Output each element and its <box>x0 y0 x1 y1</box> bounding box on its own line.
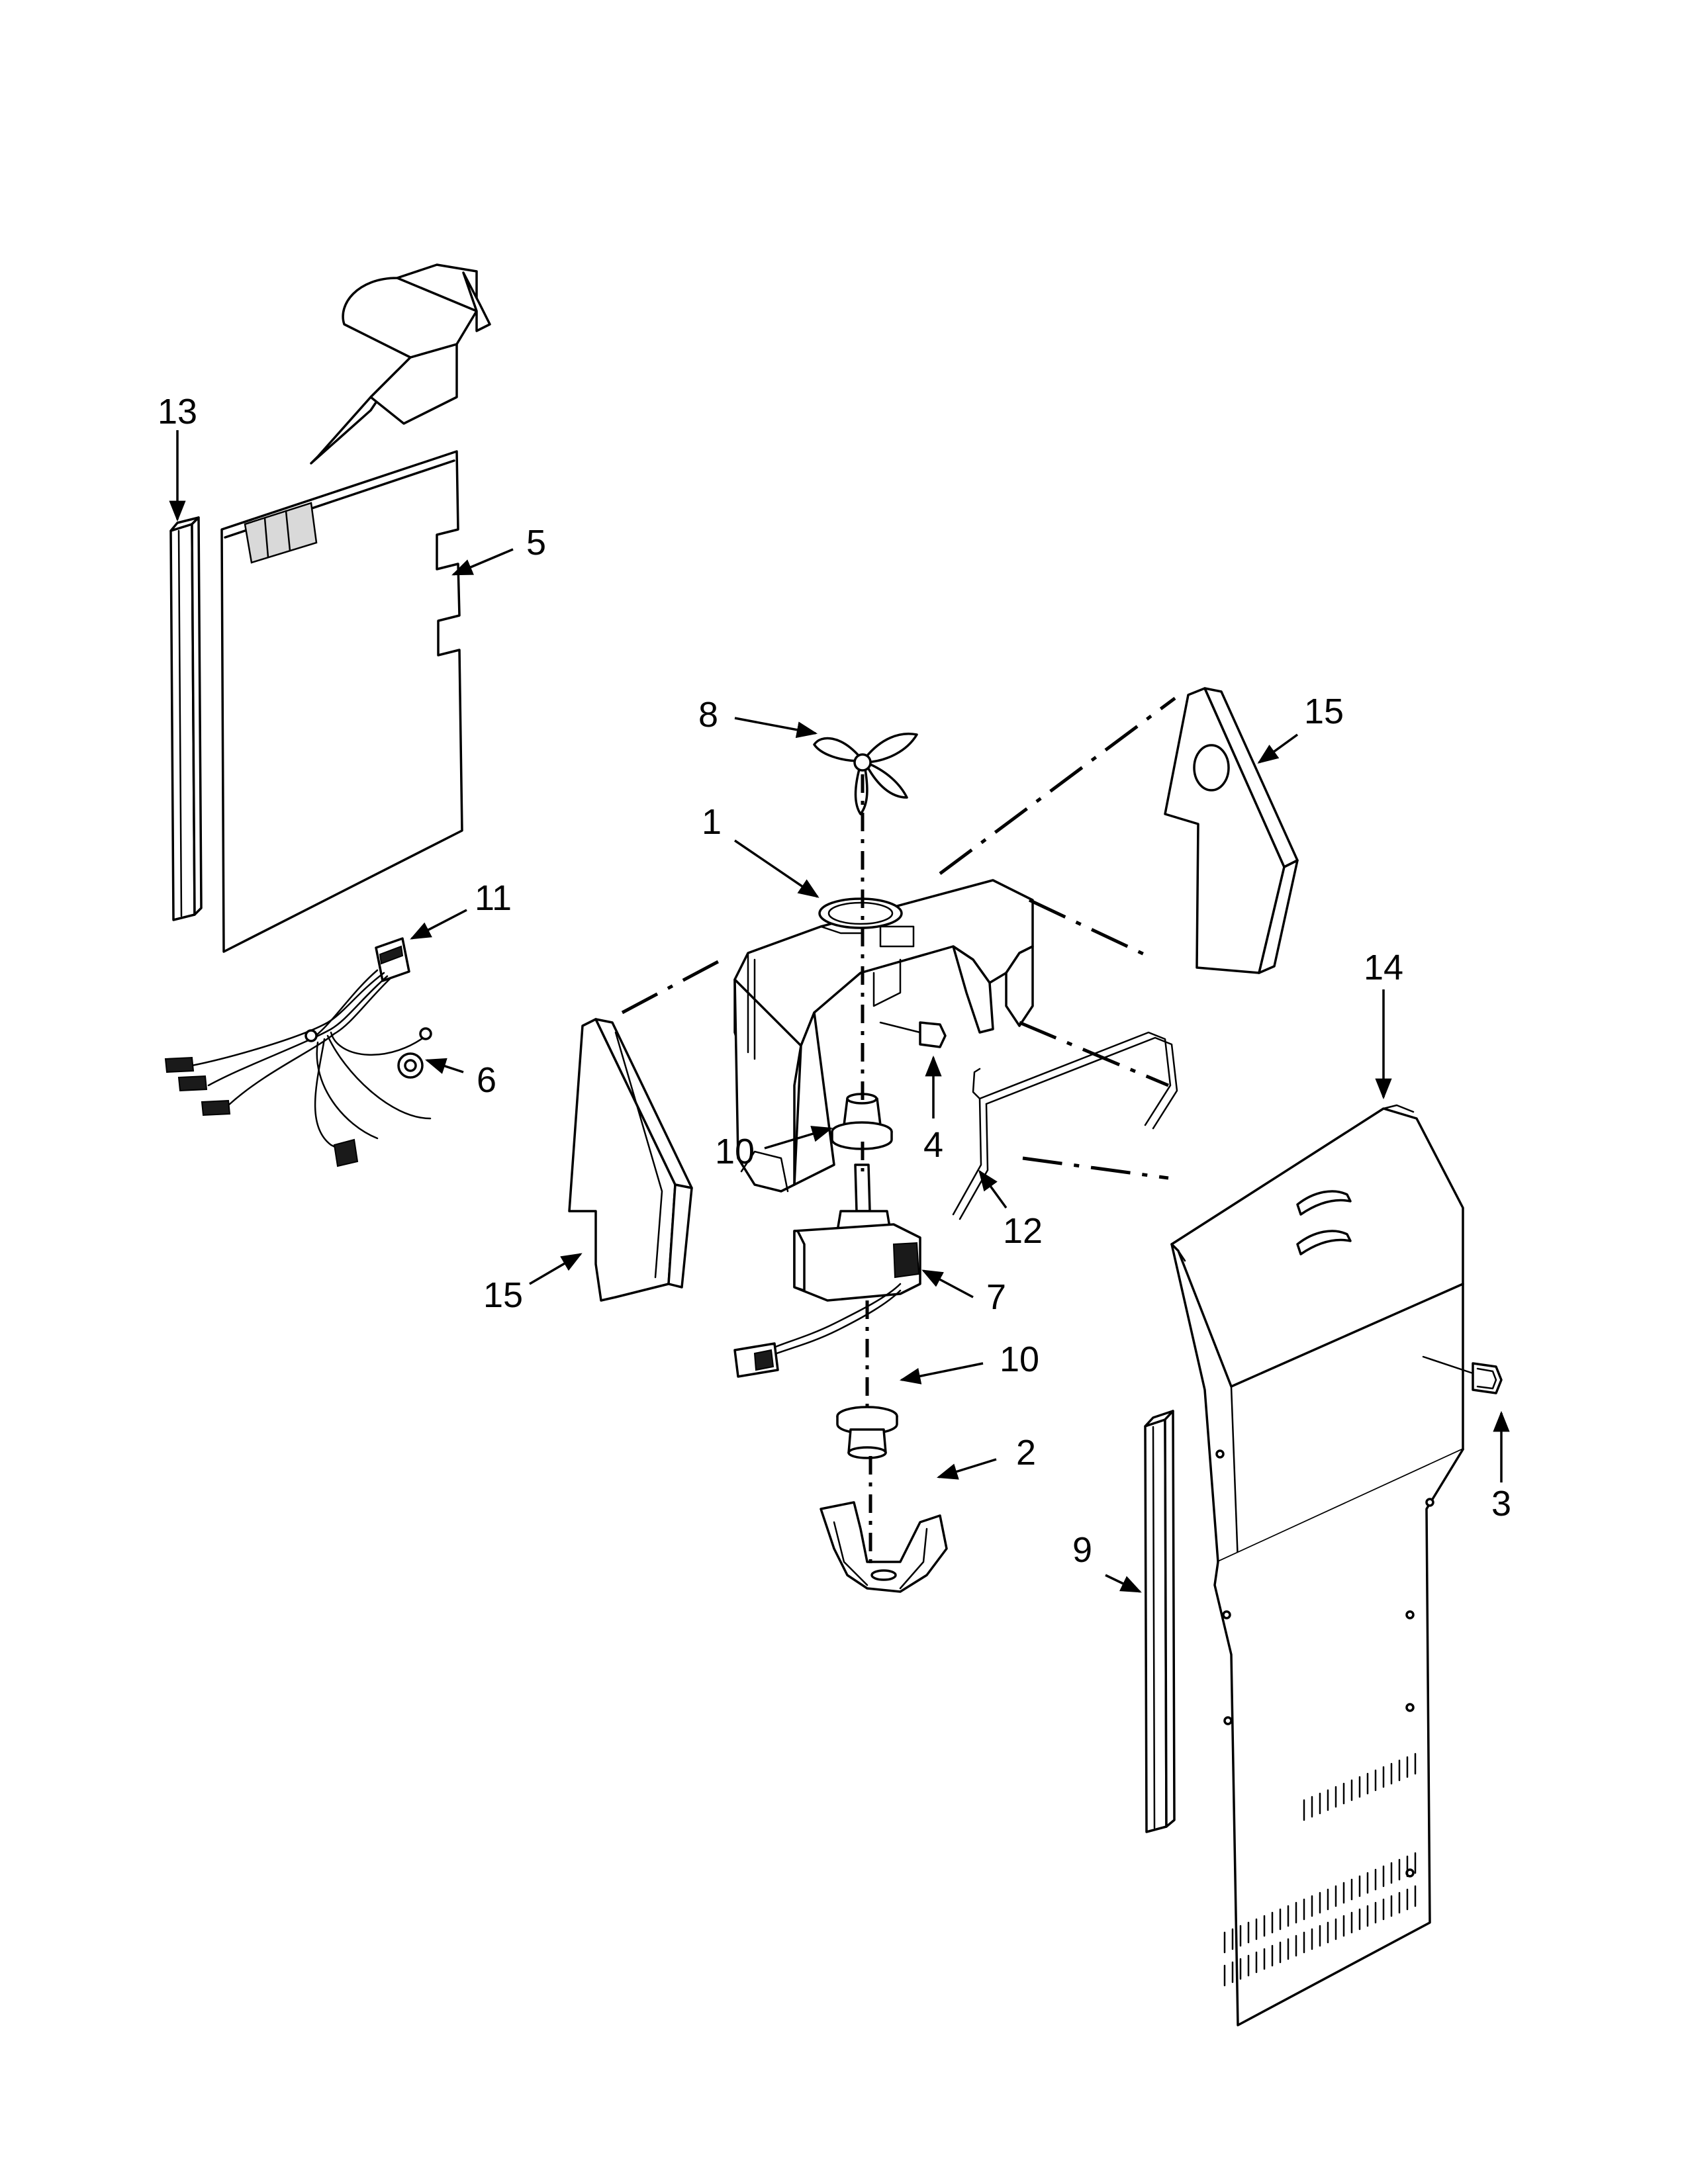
part-4-screw <box>879 1021 947 1048</box>
leader-6 <box>425 1058 464 1074</box>
part-1-fan-housing <box>733 879 1034 1193</box>
callout-4: 4 <box>923 1125 943 1165</box>
callout-labels: 13 5 8 15 1 11 14 6 4 10 12 15 7 10 2 3 … <box>158 392 1511 1570</box>
callout-7: 7 <box>986 1277 1006 1317</box>
leader-2 <box>936 1458 997 1480</box>
callout-15-left: 15 <box>483 1275 523 1315</box>
callout-14: 14 <box>1364 948 1403 987</box>
part-11-wire-harness <box>164 937 432 1167</box>
callout-5: 5 <box>526 523 546 563</box>
callout-12: 12 <box>1003 1211 1043 1251</box>
vent-slots <box>1223 1752 1417 1987</box>
part-3-screw <box>1422 1355 1503 1394</box>
callout-13: 13 <box>158 392 197 432</box>
part-7-fan-motor <box>733 1163 921 1378</box>
part-15-baffle-left <box>568 1018 693 1302</box>
part-12-wire-bracket <box>952 1031 1178 1220</box>
callout-2: 2 <box>1016 1433 1036 1473</box>
part-8-fan-blade <box>813 733 918 815</box>
leader-10-top <box>764 1126 833 1150</box>
part-14-evaporator-cover <box>1170 1104 1464 2026</box>
callout-15-right: 15 <box>1304 692 1344 731</box>
leader-15-left <box>529 1253 583 1285</box>
leader-11 <box>410 909 467 940</box>
part-10-grommet-bottom <box>836 1406 898 1459</box>
part-5-cover-panel <box>220 263 491 953</box>
leader-9 <box>1105 1574 1142 1593</box>
callout-3: 3 <box>1491 1484 1511 1524</box>
callout-9: 9 <box>1072 1530 1092 1570</box>
callout-10-bottom: 10 <box>1000 1340 1039 1379</box>
callout-8: 8 <box>698 695 718 735</box>
part-2-motor-bracket <box>820 1501 948 1593</box>
callout-6: 6 <box>477 1060 496 1100</box>
leader-15-right <box>1257 733 1299 764</box>
part-9-seal-strip <box>1144 1410 1176 1833</box>
leader-5 <box>451 548 514 576</box>
leader-lines <box>169 430 1510 1593</box>
leader-12 <box>978 1169 1008 1209</box>
part-13-seal-strip <box>169 516 203 921</box>
part-10-grommet-top <box>831 1093 893 1150</box>
callout-1: 1 <box>702 802 722 842</box>
callout-11: 11 <box>475 878 512 918</box>
leader-8 <box>734 717 818 739</box>
alignment-lines <box>621 696 1176 1569</box>
part-15-baffle-right <box>1164 687 1299 974</box>
leader-10-bottom <box>899 1362 984 1385</box>
leader-7 <box>921 1269 974 1298</box>
leader-1 <box>734 839 820 898</box>
callout-10-top: 10 <box>715 1132 755 1171</box>
